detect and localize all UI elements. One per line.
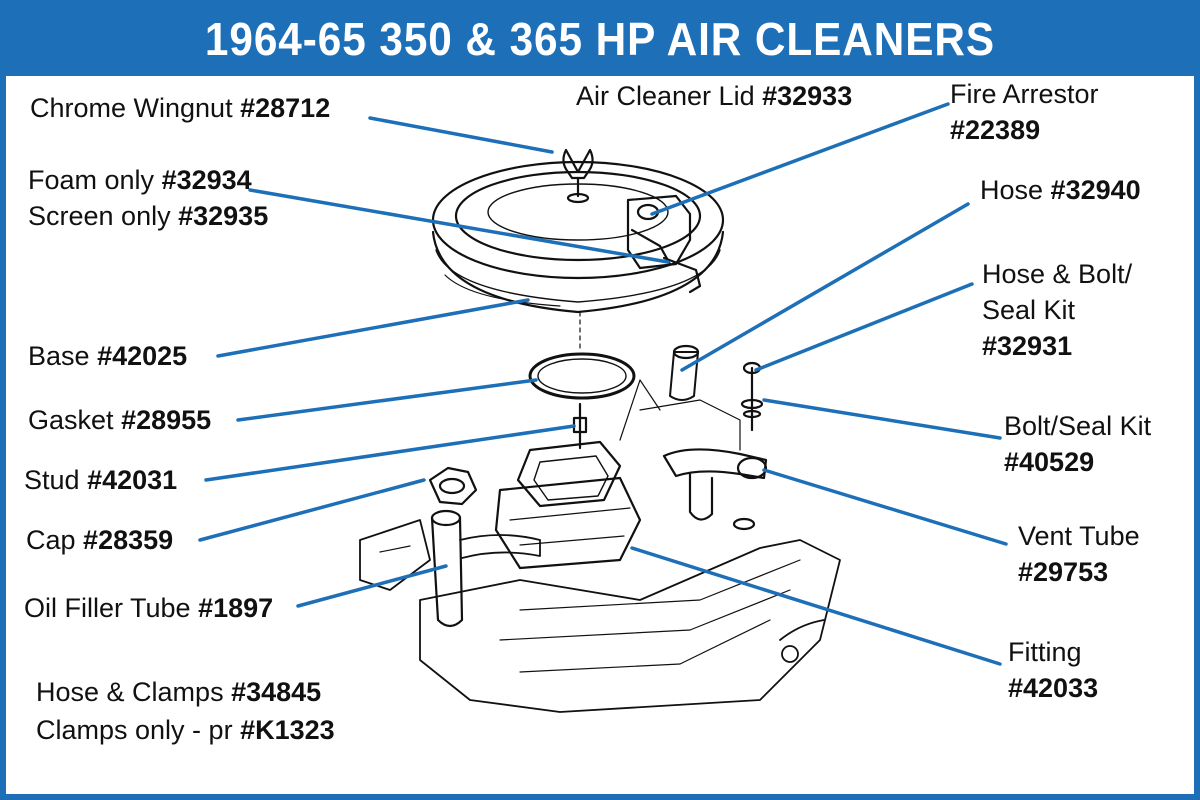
carburetor-drawing <box>494 440 642 570</box>
engine-drawing <box>359 379 841 713</box>
label-vent-tube: Vent Tube #29753 <box>1018 521 1140 587</box>
label-bolt-seal-kit: Bolt/Seal Kit #40529 <box>1004 411 1152 477</box>
label-gasket: Gasket #28955 <box>28 405 212 435</box>
label-stud: Stud #42031 <box>24 465 178 495</box>
stud-drawing <box>572 402 588 450</box>
oil-filler-tube-drawing <box>430 509 541 628</box>
bolt-seal-drawing <box>740 361 764 432</box>
label-hose-bolt-seal-kit: Hose & Bolt/ Seal Kit #32931 <box>982 259 1133 361</box>
label-screen-only: Screen only #32935 <box>28 201 269 231</box>
label-fitting: Fitting #42033 <box>1008 637 1099 703</box>
page-title: 1964-65 350 & 365 HP AIR CLEANERS <box>204 13 996 65</box>
label-foam-only: Foam only #32934 <box>28 165 252 195</box>
vent-tube-drawing <box>662 448 768 531</box>
title-bar: 1964-65 350 & 365 HP AIR CLEANERS <box>0 0 1200 76</box>
label-air-cleaner-lid: Air Cleaner Lid #32933 <box>576 81 853 111</box>
label-fire-arrestor: Fire Arrestor #22389 <box>950 79 1099 145</box>
label-cap: Cap #28359 <box>26 525 174 555</box>
label-base: Base #42025 <box>28 341 188 371</box>
fire-arrestor-drawing <box>626 194 702 294</box>
label-hose-clamps: Hose & Clamps #34845 <box>36 677 322 707</box>
label-chrome-wingnut: Chrome Wingnut #28712 <box>30 93 331 123</box>
label-oil-filler-tube: Oil Filler Tube #1897 <box>24 593 274 623</box>
wingnut-drawing <box>562 148 594 204</box>
label-clamps-only: Clamps only - pr #K1323 <box>36 715 335 745</box>
cap-drawing <box>428 466 478 506</box>
leader-lines <box>198 102 1008 666</box>
gasket-drawing <box>528 352 636 400</box>
label-hose: Hose #32940 <box>980 175 1141 205</box>
hose-drawing <box>669 344 700 401</box>
